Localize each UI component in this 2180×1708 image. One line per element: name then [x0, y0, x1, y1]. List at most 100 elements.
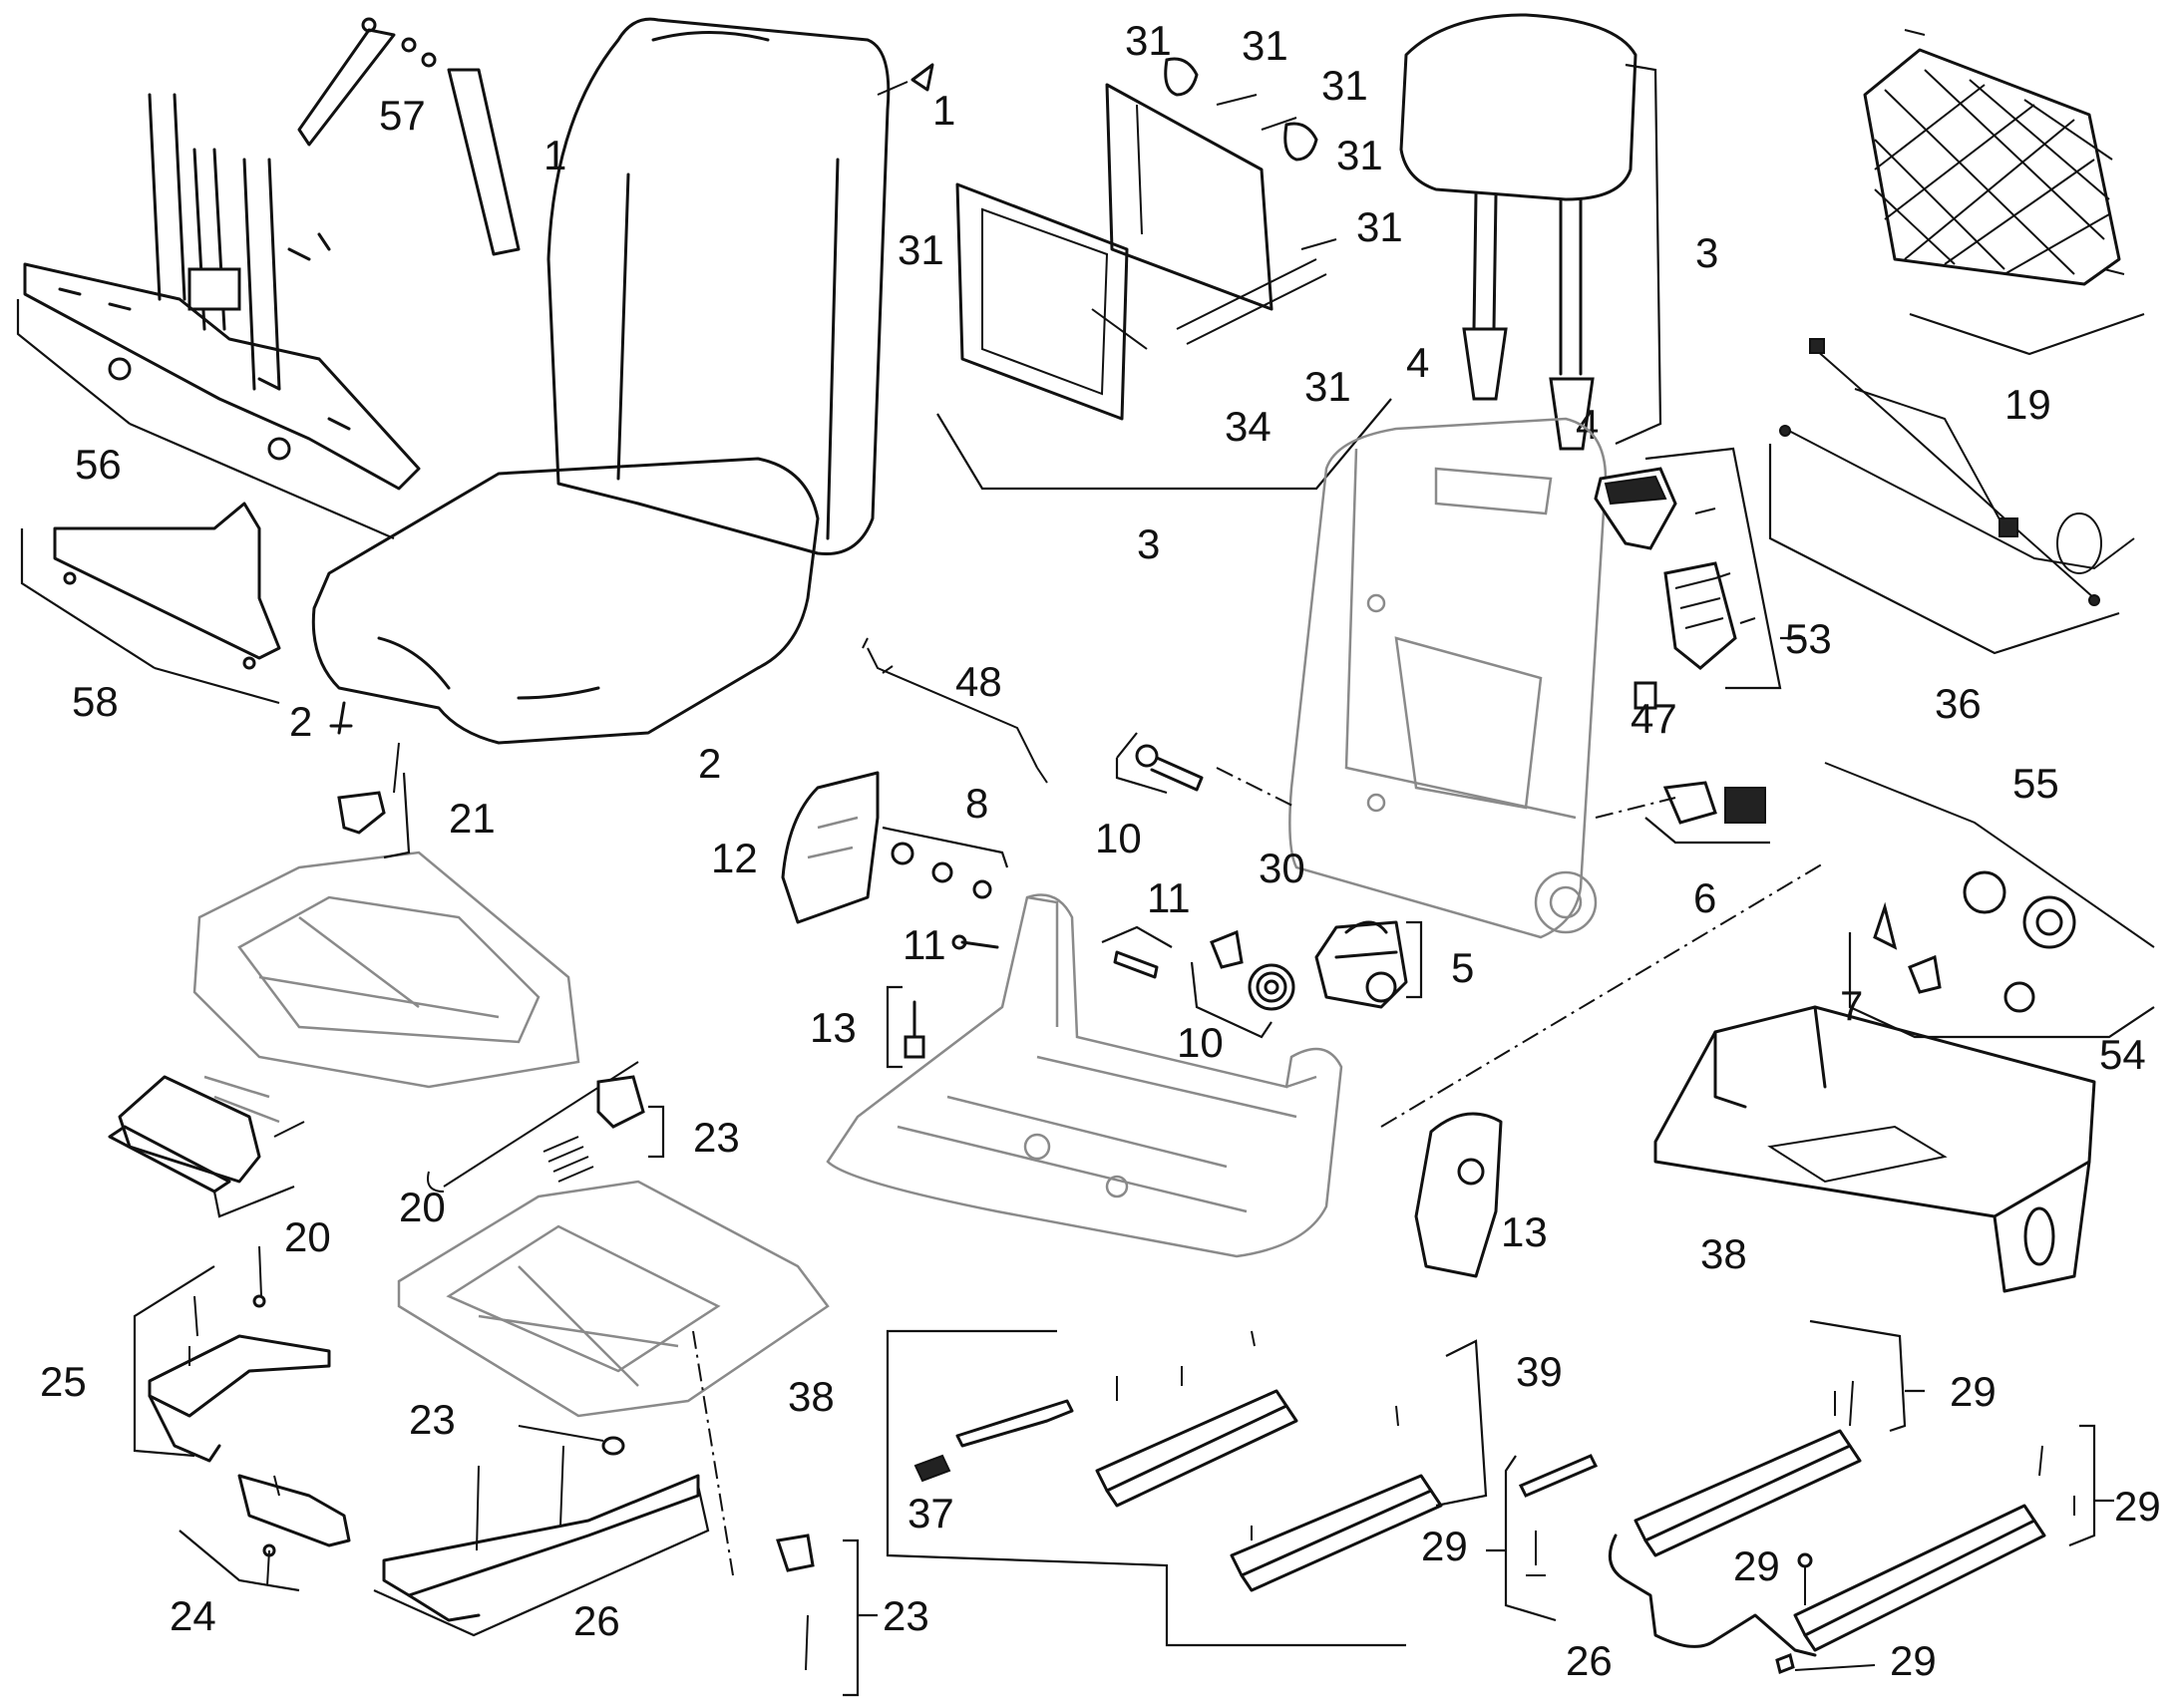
bracket-26a [133, 1265, 215, 1458]
cushion-frame [192, 851, 580, 1089]
bracket-23 [648, 1105, 665, 1159]
callout-12: 12 [711, 835, 758, 881]
bumper-stops [1164, 57, 1337, 250]
tension-spring [543, 1075, 645, 1183]
rail-lever-29 [1518, 1454, 1599, 1576]
seat-rail-lower [1230, 1405, 1443, 1592]
callout-47: 47 [1631, 695, 1677, 742]
callout-31d: 31 [1336, 132, 1383, 178]
callout-55: 55 [2012, 760, 2059, 807]
callout-13: 13 [1501, 1208, 1548, 1255]
callout-4a: 4 [1406, 339, 1429, 386]
towel-bar-28 [1608, 1534, 1817, 1657]
bracket-53 [1644, 447, 1805, 690]
bracket-3 [1615, 63, 1662, 446]
bracket-54 [1848, 932, 2155, 1039]
leader-dash-8 [1380, 861, 1826, 1128]
rear-plate-assembly [955, 83, 1327, 421]
pocket-net [1863, 29, 2125, 286]
cable-48 [862, 637, 1048, 784]
bracket-29a [1809, 1319, 1925, 1433]
bracket-29c [2068, 1424, 2114, 1547]
callout-31b: 31 [1242, 22, 1288, 69]
callout-20a: 20 [284, 1213, 331, 1260]
callout-2b: 2 [698, 740, 721, 787]
bracket-34 [1768, 444, 2120, 655]
callout-31e: 31 [1356, 203, 1403, 250]
callout-10b: 8 [965, 780, 988, 827]
callout-48: 48 [955, 658, 1002, 705]
recliner-plate [1662, 781, 1766, 825]
bracket-25 [179, 1530, 300, 1592]
mounting-plate [53, 502, 281, 670]
switch-47 [1634, 681, 1657, 710]
release-lever [955, 1399, 1074, 1448]
callout-31g: 31 [1304, 363, 1351, 410]
callout-39: 39 [1516, 1348, 1563, 1395]
recliner-linkage [1824, 762, 2155, 1013]
bracket-26b [373, 1485, 710, 1637]
seat-bracket-20 [108, 1075, 305, 1194]
callout-31a: 31 [1125, 17, 1172, 64]
callout-5: 3 [1137, 520, 1160, 567]
callout-28: 26 [1566, 1637, 1613, 1684]
callout-23b: 23 [409, 1396, 456, 1443]
bracket-56 [16, 299, 395, 540]
callout-25: 24 [170, 1592, 216, 1639]
bracket-24 [843, 1538, 878, 1697]
callout-29b: 29 [1421, 1523, 1468, 1569]
leader-dash-6 [1595, 797, 1676, 819]
side-cover-12 [781, 771, 880, 924]
callout-19: 19 [2004, 381, 2051, 428]
slide-rail-left [1634, 1380, 1862, 1557]
callout-57: 57 [379, 92, 426, 139]
callout-37: 38 [788, 1373, 835, 1420]
rail-bolt-29 [1797, 1552, 1813, 1605]
leader-dash-back [1216, 767, 1297, 809]
callout-7: 5 [1451, 944, 1474, 991]
washer-set-10b [891, 842, 992, 899]
fastener-16 [904, 1000, 925, 1059]
side-cover-13 [1414, 1112, 1503, 1278]
callout-30: 30 [1259, 845, 1305, 891]
callout-53: 53 [1785, 615, 1832, 662]
callout-29d: 29 [1733, 1542, 1780, 1589]
bracket-6 [1644, 817, 1770, 845]
slider-latch [237, 1474, 351, 1586]
callout-34: 36 [1935, 680, 1982, 727]
callout-11b: 11 [1147, 874, 1191, 921]
recliner-motor [1314, 920, 1408, 1009]
leader-23 [518, 1425, 604, 1442]
bolt-11 [951, 934, 999, 950]
callout-20b: 20 [399, 1184, 446, 1230]
bracket-10a [1115, 732, 1168, 795]
callout-16: 13 [810, 1004, 857, 1051]
rail-nut-29 [1775, 1652, 1795, 1675]
bracket-20 [212, 1185, 295, 1218]
callout-6: 6 [1693, 874, 1716, 921]
headrest-guides [1462, 327, 1595, 451]
callout-26a: 25 [40, 1358, 87, 1405]
seat-cushion-cover [311, 457, 820, 745]
bracket-part-21 [337, 742, 400, 835]
slider-cover-upper [148, 1245, 331, 1463]
callout-10c: 10 [1177, 1019, 1224, 1066]
seat-rail-upper [1095, 1330, 1298, 1508]
bracket-39 [1435, 1339, 1488, 1508]
bracket-29b [1486, 1455, 1557, 1622]
callout-29e: 29 [1890, 1637, 1937, 1684]
callout-29a: 29 [1950, 1368, 1997, 1415]
bracket-10c [1190, 961, 1272, 1039]
clip-24 [776, 1534, 815, 1671]
bracket-16 [886, 985, 903, 1069]
callout-31c: 31 [1321, 62, 1368, 109]
callout-23a: 23 [693, 1114, 740, 1161]
wire-harness [1779, 338, 2135, 606]
bracket-7 [1406, 920, 1423, 999]
callout-31h: 34 [1225, 403, 1272, 450]
anchor-strap [297, 17, 521, 256]
bracket-11 [1101, 925, 1173, 948]
callout-38: 38 [1700, 1230, 1747, 1277]
seat-back-cover [546, 17, 891, 556]
